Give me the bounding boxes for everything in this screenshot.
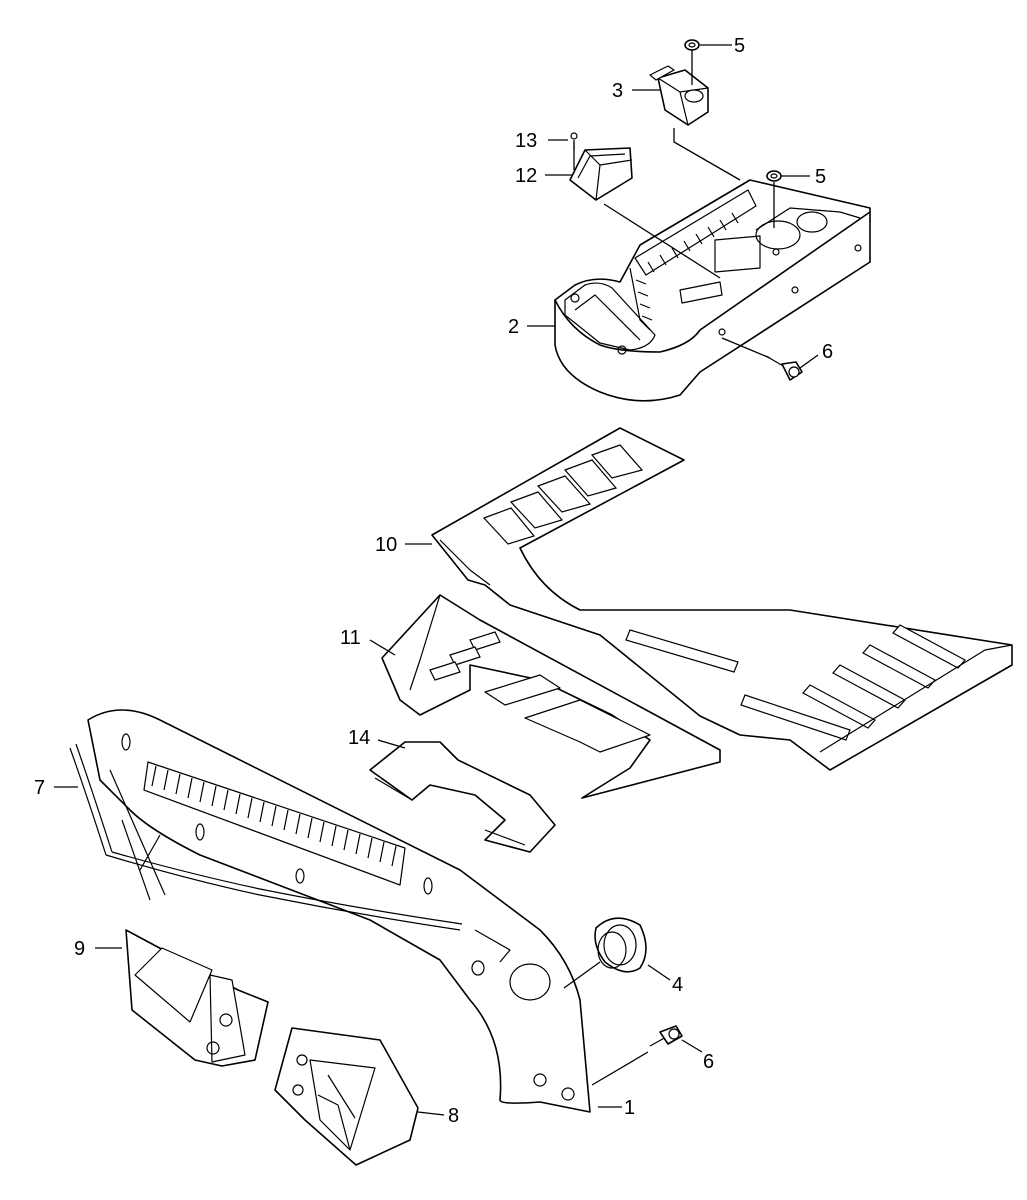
mat-10-slots [482, 444, 966, 741]
part-2-console [554, 179, 871, 402]
part-12-tray [569, 147, 633, 201]
part-10-floor-mat [431, 427, 1013, 771]
callout-1: 1 [624, 1097, 635, 1119]
callout-5-lower: 5 [815, 166, 826, 188]
part-11-floor-mat [381, 594, 721, 799]
part-7-seal-strip [69, 743, 463, 931]
callout-12: 12 [515, 165, 537, 187]
callout-8: 8 [448, 1105, 459, 1127]
part-5-grommet-upper [684, 39, 700, 51]
callout-13: 13 [515, 130, 537, 152]
callout-labels: 5 3 13 12 5 2 6 10 11 14 7 9 4 6 1 8 [34, 35, 833, 1127]
cowl-vent-slots [151, 765, 397, 867]
part-5-grommet-lower [766, 170, 782, 182]
callout-11: 11 [340, 627, 361, 649]
callout-4: 4 [672, 974, 683, 996]
part-9-duct [125, 929, 269, 1067]
leader-lines [54, 44, 819, 1116]
callout-9: 9 [74, 938, 85, 960]
callout-6-lower: 6 [703, 1051, 714, 1073]
part-8-duct [274, 1027, 419, 1166]
part-14-mat-piece [369, 741, 556, 853]
callout-5-upper: 5 [734, 35, 745, 57]
callout-14: 14 [348, 727, 370, 749]
callout-3: 3 [612, 80, 623, 102]
callout-2: 2 [508, 316, 519, 338]
part-3-switch [649, 65, 709, 126]
part-4-grommet-ring [594, 917, 647, 973]
part-6-screw-upper [765, 355, 803, 381]
callout-7: 7 [34, 777, 45, 799]
part-6-screw-lower [649, 1025, 683, 1047]
part-1-cowl-panel [87, 709, 591, 1113]
callout-10: 10 [375, 534, 397, 556]
callout-6-upper: 6 [822, 341, 833, 363]
